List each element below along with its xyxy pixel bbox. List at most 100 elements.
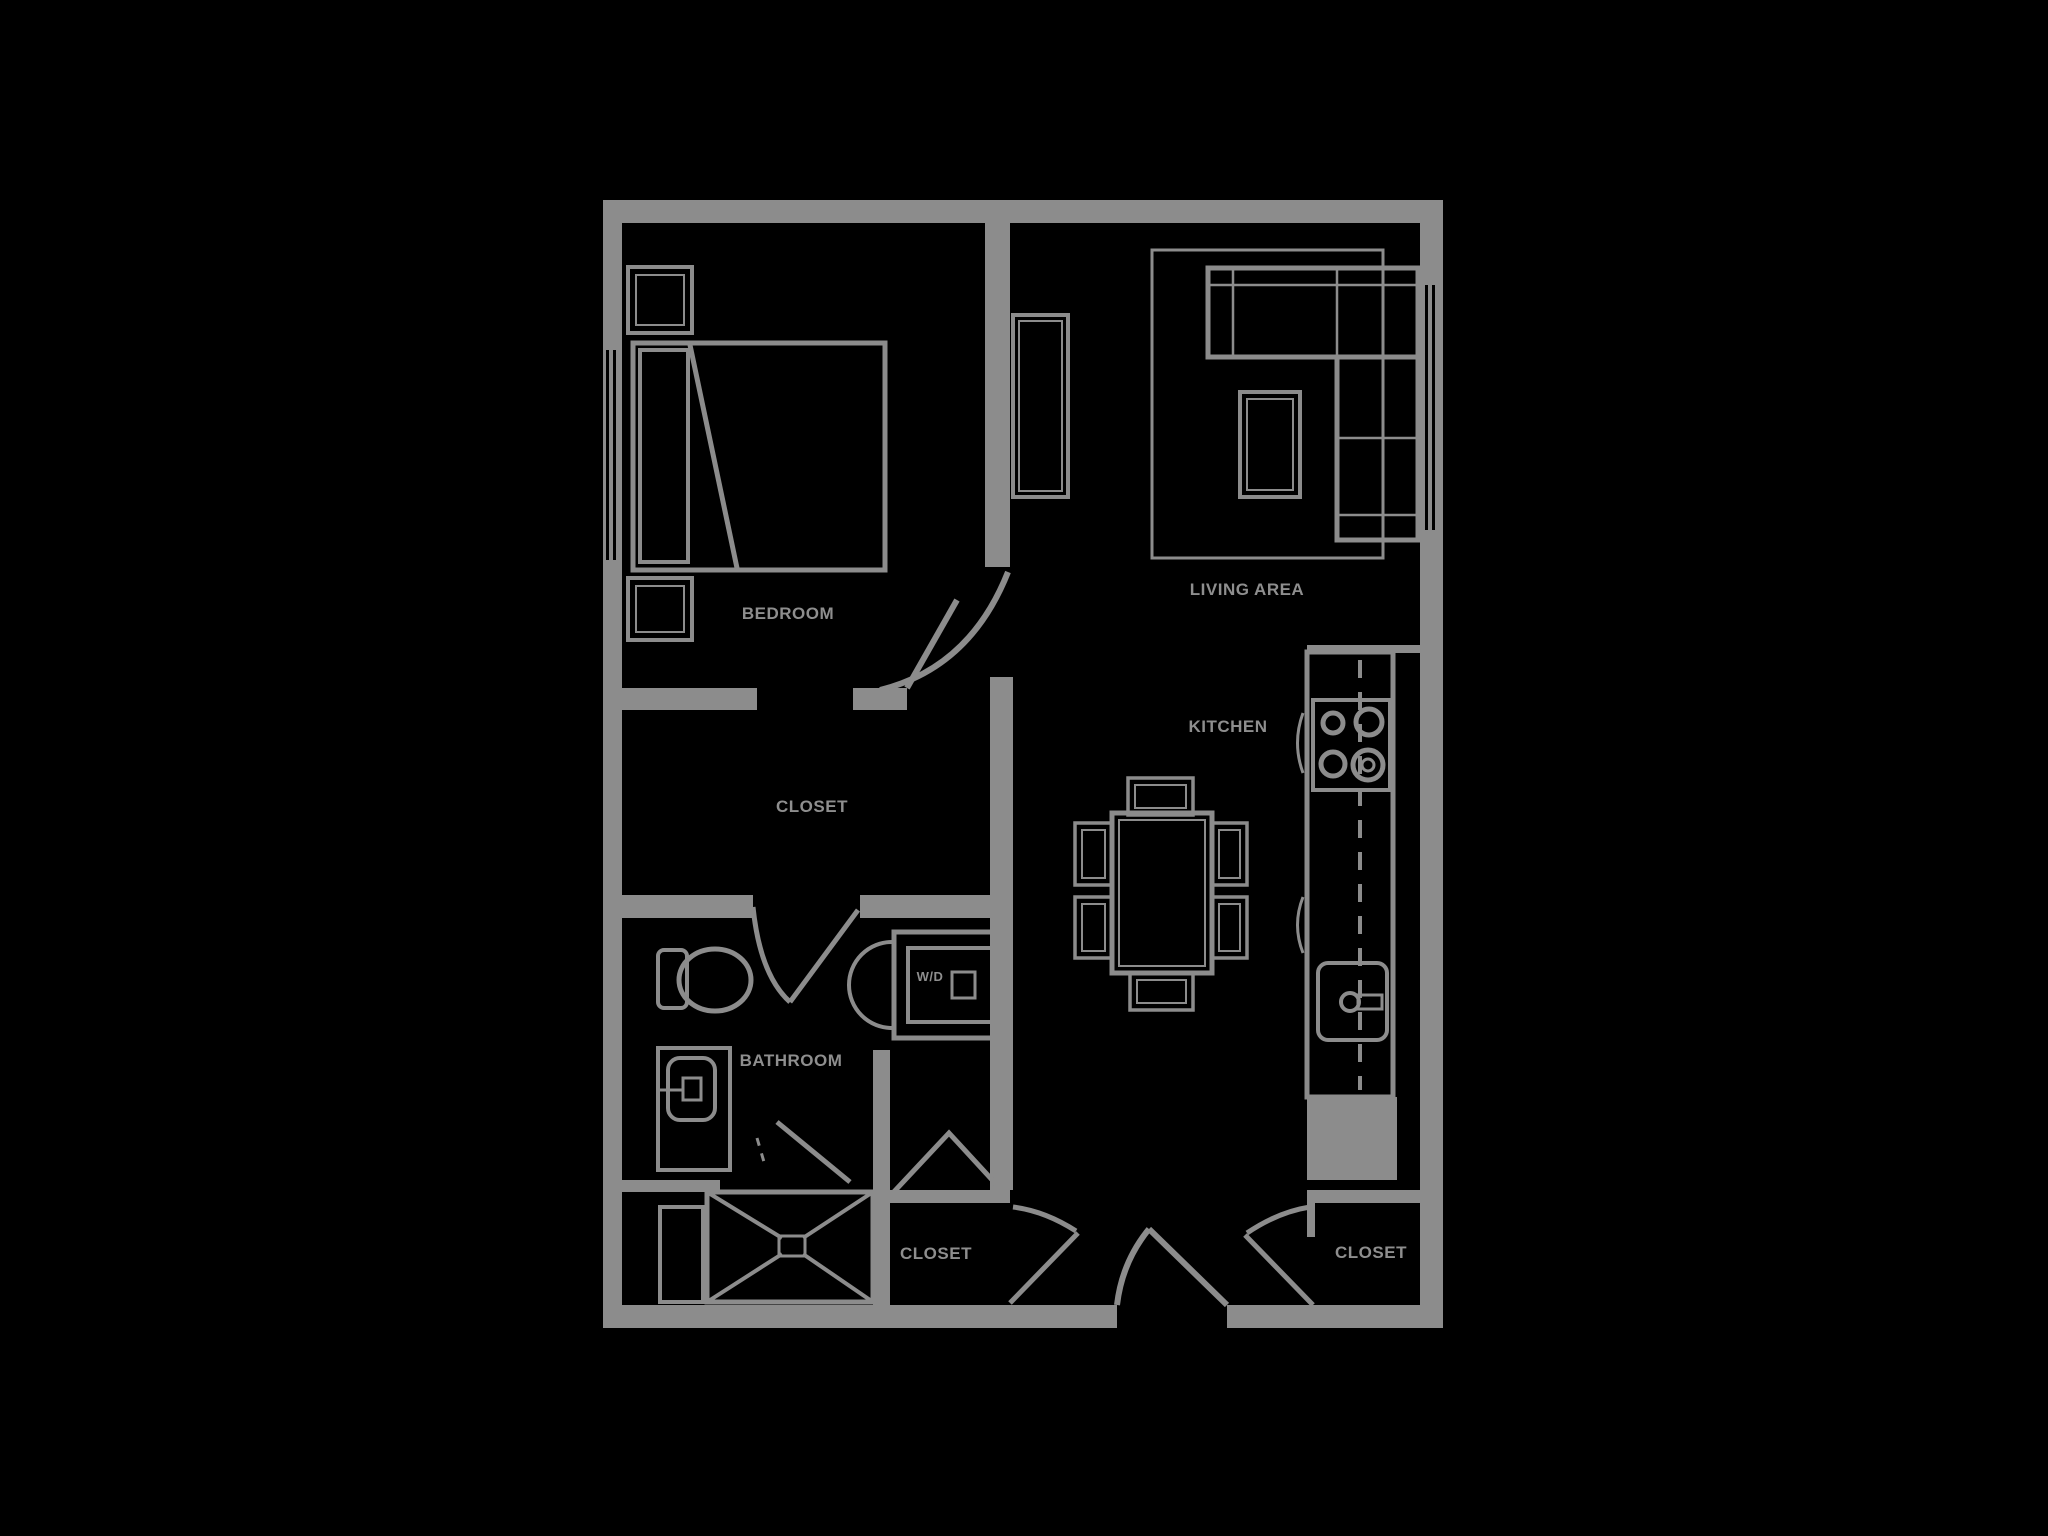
washer-dryer-door-arc (847, 940, 893, 1030)
tv-console-inner (1018, 320, 1063, 492)
chair (1210, 895, 1249, 960)
washer-dryer-unit (891, 929, 1011, 1041)
faucet-icon (1339, 991, 1361, 1013)
wall-bedroom-south-a (622, 688, 757, 710)
wall-closet-south-b (860, 895, 1013, 918)
bed-fold-line (687, 344, 740, 569)
entry-area: CLOSET CLOSET (888, 1129, 1407, 1308)
chair (1210, 821, 1249, 887)
kitchen-column (1307, 1097, 1397, 1180)
entry-door-arc (1114, 1227, 1152, 1306)
toilet-tank (656, 948, 689, 1010)
wall-left (603, 200, 622, 1328)
closet-entry-right-label: CLOSET (1335, 1243, 1407, 1262)
chair-inner (1136, 979, 1187, 1004)
exterior-walls (603, 200, 1443, 1328)
wall-closet-right-jamb (1307, 1203, 1315, 1237)
kitchen-label: KITCHEN (1188, 717, 1267, 736)
toilet-bowl (676, 946, 754, 1014)
bedroom-door-arc (879, 570, 1011, 693)
closet-right-door-arc (1245, 1204, 1311, 1236)
faucet-icon (681, 1076, 703, 1102)
wall-closet-right-north (1307, 1190, 1443, 1203)
living-area-label: LIVING AREA (1190, 580, 1304, 599)
shower-x-line (801, 1252, 875, 1304)
washer-dryer-inner (906, 946, 997, 1024)
wall-closet-south-a (622, 895, 753, 918)
nightstand-top-inner (635, 274, 685, 326)
bed (630, 340, 888, 573)
shower-x-line (801, 1190, 875, 1240)
bedroom-door-leaf (904, 598, 960, 690)
bathroom-label: BATHROOM (740, 1051, 843, 1070)
dining-table-inner (1118, 819, 1206, 967)
sofa-right-section (1334, 354, 1421, 543)
shower-door-leaf (775, 1120, 852, 1184)
bathroom-door-leaf (787, 908, 861, 1004)
wall-right (1420, 200, 1443, 1328)
coffee-table-inner (1246, 398, 1294, 491)
shower (704, 1189, 876, 1305)
kitchen-area: KITCHEN (1188, 649, 1397, 1180)
cabinet-handle-icon (1296, 712, 1305, 774)
faucet-handle (1356, 993, 1384, 1011)
nightstand-bottom (626, 576, 694, 642)
chair-inner (1081, 903, 1106, 952)
bedroom-area: BEDROOM (626, 265, 1011, 693)
kitchen-sink (1316, 961, 1389, 1042)
closet-left-door-leaf (1008, 1231, 1080, 1305)
chair (1073, 895, 1114, 960)
wall-bottom-right (1227, 1305, 1443, 1328)
chair (1073, 821, 1114, 887)
bedroom-window-icon (613, 350, 616, 560)
burner-icon (1360, 757, 1376, 773)
shower-drain (777, 1234, 807, 1258)
shower-x-line (705, 1190, 784, 1240)
living-area: LIVING AREA (1011, 248, 1421, 599)
bathroom-area: BATHROOM (656, 906, 876, 1305)
shower-x-line (705, 1252, 784, 1304)
wall-closet-left-north (873, 1190, 1010, 1203)
burner-icon (1350, 747, 1386, 783)
closet-label: CLOSET (776, 797, 848, 816)
stove (1311, 698, 1392, 792)
cabinet-handle-icon (1296, 896, 1305, 954)
living-window-icon (1425, 285, 1428, 530)
bathroom-door-arc (750, 906, 792, 1004)
burner-icon (1320, 710, 1346, 736)
wall-kitchen-top (1307, 645, 1443, 653)
wall-bedroom-living-divider (985, 223, 1010, 567)
shower-door-swing-dashed (755, 1137, 766, 1163)
closet-left-door-arc (1012, 1204, 1078, 1234)
chair-inner (1218, 829, 1241, 879)
nightstand-top (626, 265, 694, 335)
bed-pillow (638, 348, 690, 564)
washer-dryer-door (950, 970, 977, 1000)
nightstand-bottom-inner (635, 585, 685, 633)
area-rug (1150, 248, 1385, 560)
bedroom-window-icon (606, 350, 609, 560)
closet-area: CLOSET (776, 797, 848, 816)
sofa-top-section (1205, 265, 1421, 360)
wall-bathroom-east (873, 1050, 890, 1305)
living-window-icon (1432, 285, 1435, 530)
tv-console (1011, 313, 1070, 499)
shower-ledge (658, 1205, 705, 1304)
wall-bedroom-south-b (853, 688, 907, 710)
bedroom-label: BEDROOM (742, 604, 834, 623)
dining-set (1073, 776, 1249, 1012)
closet-right-door-leaf (1243, 1233, 1315, 1307)
dining-table (1109, 810, 1215, 976)
coffee-table (1238, 390, 1302, 499)
chair-inner (1081, 829, 1106, 879)
chair (1126, 776, 1195, 817)
entry-door-leaf (1146, 1226, 1230, 1308)
wall-bottom-left (603, 1305, 1117, 1328)
closet-entry-left-label: CLOSET (900, 1244, 972, 1263)
chair-inner (1134, 784, 1187, 809)
chair-inner (1218, 903, 1241, 952)
bathroom-vanity (656, 1046, 732, 1172)
washer-dryer-area: W/D (847, 929, 1011, 1041)
